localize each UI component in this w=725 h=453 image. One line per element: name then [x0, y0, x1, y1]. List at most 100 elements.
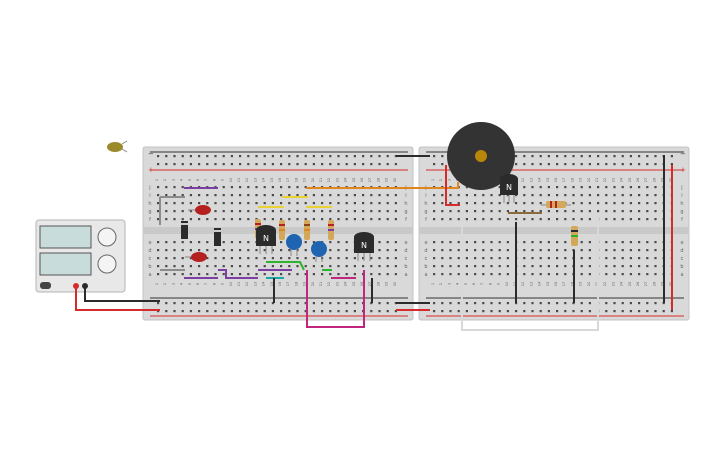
board-hole[interactable] [523, 241, 526, 244]
board-hole[interactable] [482, 257, 485, 260]
voltage-knob[interactable] [97, 227, 117, 247]
board-hole[interactable] [449, 218, 452, 221]
board-hole[interactable] [490, 265, 493, 268]
rail-hole[interactable] [255, 310, 258, 313]
board-hole[interactable] [206, 265, 209, 268]
board-hole[interactable] [239, 202, 242, 205]
board-hole[interactable] [605, 257, 608, 260]
board-hole[interactable] [255, 257, 258, 260]
board-hole[interactable] [638, 210, 641, 213]
board-hole[interactable] [239, 265, 242, 268]
rail-hole[interactable] [239, 310, 242, 313]
board-hole[interactable] [329, 265, 332, 268]
board-hole[interactable] [654, 273, 657, 276]
rail-hole[interactable] [173, 302, 176, 305]
board-hole[interactable] [638, 218, 641, 221]
board-hole[interactable] [556, 194, 559, 197]
board-hole[interactable] [474, 241, 477, 244]
board-hole[interactable] [539, 273, 542, 276]
board-hole[interactable] [378, 241, 381, 244]
board-hole[interactable] [506, 202, 509, 205]
board-hole[interactable] [230, 257, 233, 260]
rail-hole[interactable] [206, 155, 209, 158]
board-hole[interactable] [539, 249, 542, 252]
board-hole[interactable] [580, 194, 583, 197]
board-hole[interactable] [280, 186, 283, 189]
rail-hole[interactable] [457, 310, 460, 313]
board-hole[interactable] [239, 273, 242, 276]
board-hole[interactable] [239, 257, 242, 260]
board-hole[interactable] [638, 241, 641, 244]
rail-hole[interactable] [441, 155, 444, 158]
board-hole[interactable] [230, 194, 233, 197]
board-hole[interactable] [288, 265, 291, 268]
rail-hole[interactable] [189, 310, 192, 313]
board-hole[interactable] [181, 273, 184, 276]
board-hole[interactable] [613, 241, 616, 244]
board-hole[interactable] [165, 210, 168, 213]
board-hole[interactable] [321, 273, 324, 276]
rail-hole[interactable] [621, 163, 624, 166]
board-hole[interactable] [597, 194, 600, 197]
board-hole[interactable] [222, 210, 225, 213]
board-hole[interactable] [271, 265, 274, 268]
rail-hole[interactable] [613, 163, 616, 166]
board-hole[interactable] [564, 249, 567, 252]
rail-hole[interactable] [304, 302, 307, 305]
board-hole[interactable] [296, 210, 299, 213]
board-hole[interactable] [433, 273, 436, 276]
rail-hole[interactable] [378, 310, 381, 313]
board-hole[interactable] [441, 202, 444, 205]
board-hole[interactable] [304, 202, 307, 205]
board-hole[interactable] [588, 273, 591, 276]
rail-hole[interactable] [370, 163, 373, 166]
rail-hole[interactable] [654, 155, 657, 158]
board-hole[interactable] [441, 273, 444, 276]
board-hole[interactable] [441, 257, 444, 260]
board-hole[interactable] [515, 194, 518, 197]
rail-hole[interactable] [173, 310, 176, 313]
board-hole[interactable] [394, 241, 397, 244]
board-hole[interactable] [490, 210, 493, 213]
board-hole[interactable] [605, 202, 608, 205]
board-hole[interactable] [506, 210, 509, 213]
board-hole[interactable] [654, 202, 657, 205]
board-hole[interactable] [345, 273, 348, 276]
rail-hole[interactable] [214, 155, 217, 158]
rail-hole[interactable] [572, 310, 575, 313]
led-unplaced[interactable] [107, 140, 128, 153]
board-hole[interactable] [353, 265, 356, 268]
board-hole[interactable] [239, 186, 242, 189]
board-hole[interactable] [165, 265, 168, 268]
rail-hole[interactable] [433, 310, 436, 313]
rail-hole[interactable] [605, 163, 608, 166]
board-hole[interactable] [564, 241, 567, 244]
rail-hole[interactable] [222, 310, 225, 313]
rail-hole[interactable] [189, 163, 192, 166]
board-hole[interactable] [337, 210, 340, 213]
board-hole[interactable] [321, 265, 324, 268]
rail-hole[interactable] [465, 310, 468, 313]
rail-hole[interactable] [370, 302, 373, 305]
board-hole[interactable] [337, 257, 340, 260]
board-hole[interactable] [271, 210, 274, 213]
rail-hole[interactable] [539, 302, 542, 305]
board-hole[interactable] [572, 186, 575, 189]
rail-hole[interactable] [515, 163, 518, 166]
rail-hole[interactable] [378, 155, 381, 158]
board-hole[interactable] [629, 257, 632, 260]
board-hole[interactable] [271, 257, 274, 260]
board-hole[interactable] [165, 241, 168, 244]
board-hole[interactable] [474, 249, 477, 252]
board-hole[interactable] [613, 265, 616, 268]
board-hole[interactable] [457, 249, 460, 252]
board-hole[interactable] [288, 257, 291, 260]
board-hole[interactable] [588, 186, 591, 189]
board-hole[interactable] [629, 273, 632, 276]
board-hole[interactable] [605, 194, 608, 197]
board-hole[interactable] [621, 273, 624, 276]
rail-hole[interactable] [329, 310, 332, 313]
board-hole[interactable] [263, 194, 266, 197]
rail-hole[interactable] [556, 310, 559, 313]
board-hole[interactable] [296, 194, 299, 197]
